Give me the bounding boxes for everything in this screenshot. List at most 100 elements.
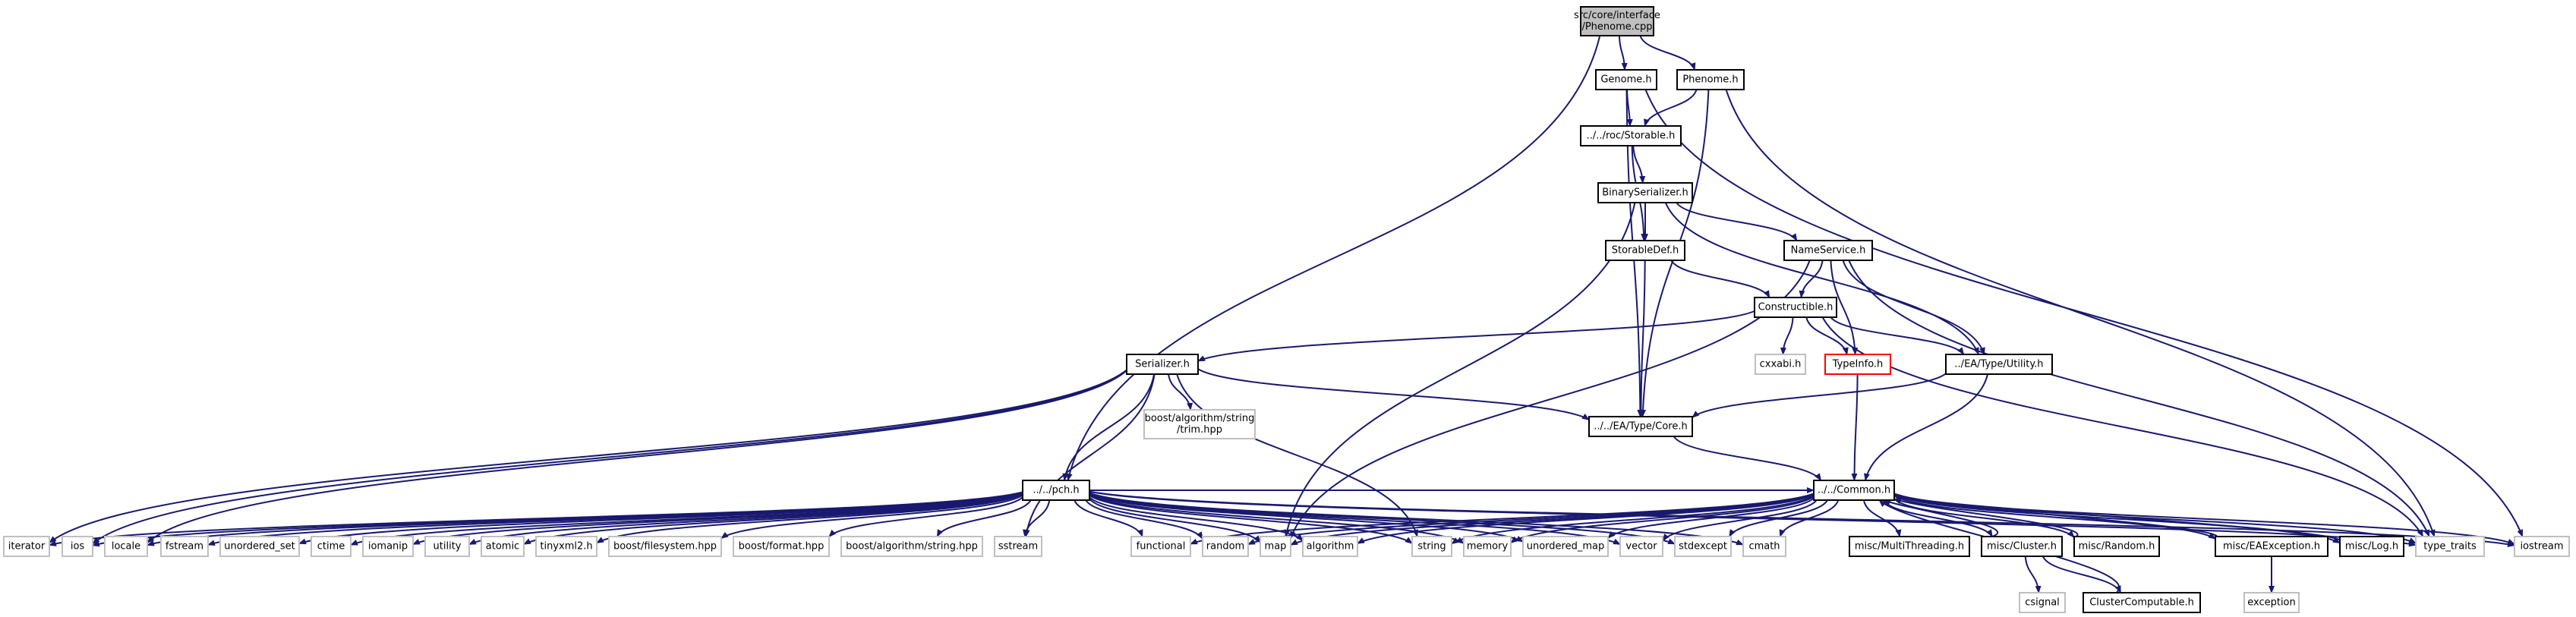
- node-label-phenome-0: Phenome.h: [1682, 74, 1738, 86]
- edge-construct-to-cxxabi: [1780, 316, 1794, 355]
- node-iomanip[interactable]: iomanip: [362, 536, 414, 557]
- node-cmath[interactable]: cmath: [1742, 536, 1786, 557]
- node-vector[interactable]: vector: [1619, 536, 1663, 557]
- node-type_traits[interactable]: type_traits: [2415, 536, 2485, 557]
- node-label-atomic-0: atomic: [486, 541, 519, 552]
- node-serializer[interactable]: Serializer.h: [1126, 354, 1199, 375]
- edge-storable-to-binser: [1632, 145, 1646, 184]
- node-utility[interactable]: utility: [424, 536, 470, 557]
- node-binser[interactable]: BinarySerializer.h: [1597, 182, 1693, 203]
- node-genome[interactable]: Genome.h: [1595, 69, 1657, 90]
- edge-utility_h-to-common: [1864, 373, 1989, 481]
- edge-namesvc-to-utility_h: [1842, 260, 1985, 355]
- node-label-exception-0: exception: [2247, 597, 2296, 609]
- node-label-storable-0: ../../roc/Storable.h: [1587, 131, 1676, 142]
- node-label-serializer-0: Serializer.h: [1135, 359, 1190, 370]
- node-box-trim: [1143, 409, 1256, 439]
- node-label-fstream-0: fstream: [166, 541, 203, 552]
- node-box-iostream: [2514, 536, 2570, 557]
- node-atomic[interactable]: atomic: [481, 536, 525, 557]
- node-clustercomp[interactable]: ClusterComputable.h: [2083, 592, 2201, 613]
- node-label-common-0: ../../Common.h: [1818, 485, 1890, 496]
- edge-common-to-log: [1893, 493, 2341, 544]
- edge-common-to-mrandom: [1893, 498, 2075, 538]
- node-core[interactable]: ../../EA/Type/Core.h: [1588, 416, 1693, 437]
- edge-common-to-string: [1451, 495, 1815, 545]
- node-mt[interactable]: misc/MultiThreading.h: [1849, 536, 1970, 557]
- edge-serializer-to-sstream: [1023, 373, 1156, 537]
- node-box-root: [1580, 6, 1654, 36]
- node-label-pch-0: ../../pch.h: [1033, 485, 1079, 496]
- edge-root-to-phenome: [1639, 35, 1696, 71]
- node-string[interactable]: string: [1411, 536, 1452, 557]
- node-cxxabi[interactable]: cxxabi.h: [1755, 354, 1806, 375]
- node-root[interactable]: src/core/interface/Phenome.cpp: [1574, 6, 1660, 36]
- node-label-csignal-0: csignal: [2025, 597, 2060, 609]
- node-fstream[interactable]: fstream: [160, 536, 209, 557]
- node-utility_h[interactable]: ../EA/Type/Utility.h: [1945, 354, 2053, 375]
- node-bstring[interactable]: boost/algorithm/string.hpp: [840, 536, 983, 557]
- node-box-memory: [1463, 536, 1512, 557]
- node-mrandom[interactable]: misc/Random.h: [2073, 536, 2160, 557]
- node-locale[interactable]: locale: [104, 536, 148, 557]
- node-pch[interactable]: ../../pch.h: [1022, 480, 1090, 501]
- node-iterator[interactable]: iterator: [3, 536, 50, 557]
- node-label-map-0: map: [1265, 541, 1287, 552]
- node-label-stdexcept-0: stdexcept: [1679, 541, 1727, 552]
- edge-pch-to-fs: [720, 494, 1023, 540]
- node-box-phenome: [1676, 69, 1745, 90]
- node-random[interactable]: random: [1202, 536, 1249, 557]
- node-ctime[interactable]: ctime: [311, 536, 352, 557]
- node-label-trim-0: boost/algorithm/string: [1145, 413, 1255, 424]
- edge-typeinfo-to-common: [1851, 373, 1859, 481]
- node-typeinfo[interactable]: TypeInfo.h: [1824, 354, 1891, 375]
- node-memory[interactable]: memory: [1463, 536, 1512, 557]
- node-box-functional: [1130, 536, 1191, 557]
- node-log[interactable]: misc/Log.h: [2339, 536, 2404, 557]
- node-label-log-0: misc/Log.h: [2345, 541, 2398, 552]
- edge-binser-to-map: [1284, 202, 1636, 537]
- node-algorithm[interactable]: algorithm: [1302, 536, 1358, 557]
- node-iostream[interactable]: iostream: [2514, 536, 2570, 557]
- node-label-typeinfo-0: TypeInfo.h: [1832, 359, 1884, 370]
- node-exception[interactable]: exception: [2243, 592, 2300, 613]
- node-stdexcept[interactable]: stdexcept: [1674, 536, 1732, 557]
- node-sstream[interactable]: sstream: [994, 536, 1042, 557]
- node-storable[interactable]: ../../roc/Storable.h: [1580, 125, 1682, 146]
- node-label-root-0: src/core/interface: [1574, 10, 1660, 21]
- node-unordered_map[interactable]: unordered_map: [1522, 536, 1609, 557]
- edge-root-to-pch: [1066, 35, 1601, 481]
- node-csignal[interactable]: csignal: [2019, 592, 2066, 613]
- node-unordered_set[interactable]: unordered_set: [219, 536, 300, 557]
- node-phenome[interactable]: Phenome.h: [1676, 69, 1745, 90]
- node-namesvc[interactable]: NameService.h: [1783, 240, 1873, 261]
- node-tinyxml2[interactable]: tinyxml2.h: [535, 536, 597, 557]
- node-cluster[interactable]: misc/Cluster.h: [1981, 536, 2063, 557]
- node-common[interactable]: ../../Common.h: [1813, 480, 1895, 501]
- node-box-clustercomp: [2083, 592, 2201, 613]
- node-trim[interactable]: boost/algorithm/string/trim.hpp: [1143, 409, 1256, 439]
- node-box-type_traits: [2415, 536, 2485, 557]
- node-fs[interactable]: boost/filesystem.hpp: [608, 536, 722, 557]
- node-box-iomanip: [362, 536, 414, 557]
- node-box-bformat: [733, 536, 830, 557]
- node-map[interactable]: map: [1260, 536, 1291, 557]
- node-functional[interactable]: functional: [1130, 536, 1191, 557]
- edge-common-to-cluster: [1882, 499, 1994, 537]
- node-box-cluster: [1981, 536, 2063, 557]
- edge-pch-to-bstring: [936, 499, 1032, 537]
- node-stordef[interactable]: StorableDef.h: [1605, 240, 1685, 261]
- node-box-storable: [1580, 125, 1682, 146]
- edge-pch-to-memory: [1089, 493, 1465, 544]
- node-label-string-0: string: [1417, 541, 1446, 552]
- node-eaexc[interactable]: misc/EAException.h: [2215, 536, 2328, 557]
- edge-pch-to-utility: [468, 493, 1023, 546]
- node-label-ios-0: ios: [71, 541, 85, 552]
- node-bformat[interactable]: boost/format.hpp: [733, 536, 830, 557]
- node-ios[interactable]: ios: [61, 536, 93, 557]
- node-label-vector-0: vector: [1625, 541, 1657, 552]
- node-box-log: [2339, 536, 2404, 557]
- node-label-utility_h-0: ../EA/Type/Utility.h: [1954, 359, 2043, 370]
- node-construct[interactable]: Constructible.h: [1754, 297, 1837, 318]
- edge-stordef-to-core: [1638, 260, 1646, 417]
